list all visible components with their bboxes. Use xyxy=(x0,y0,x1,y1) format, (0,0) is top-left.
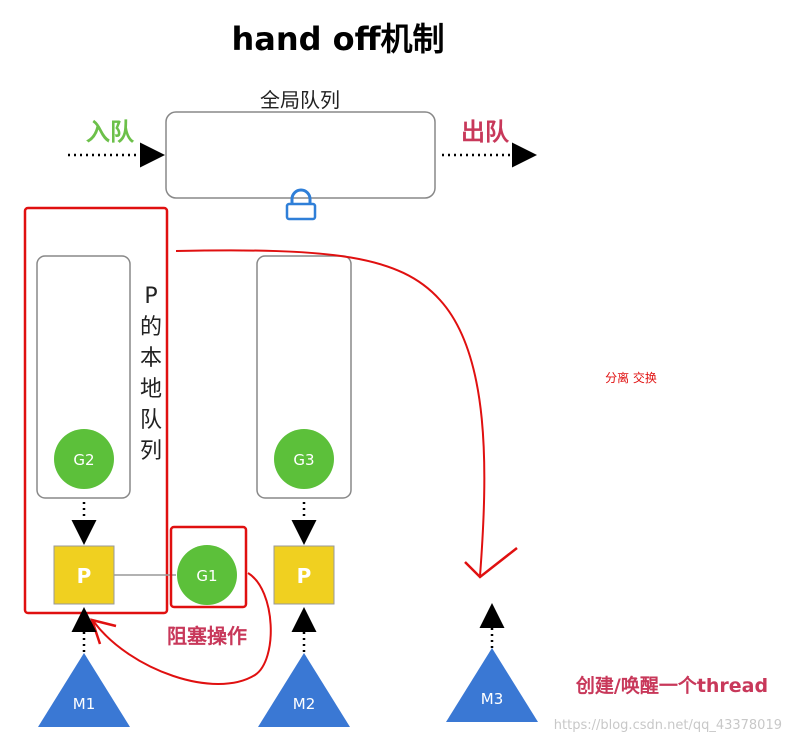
local-queue-right xyxy=(256,255,352,499)
processor-p-right xyxy=(273,545,335,605)
local-queue-char: 本 xyxy=(140,346,162,371)
goroutine-g1-label: G1 xyxy=(196,567,217,585)
machine-m3-label: M3 xyxy=(481,690,504,708)
page-title: hand off机制 xyxy=(231,20,444,58)
machine-m1 xyxy=(38,653,130,727)
dequeue-label: 出队 xyxy=(461,118,510,146)
local-queue-char: 地 xyxy=(140,377,162,402)
enqueue-label: 入队 xyxy=(86,118,135,146)
local-queue-left xyxy=(36,255,131,499)
machine-m2-label: M2 xyxy=(293,695,316,713)
create-thread-label: 创建/唤醒一个thread xyxy=(575,674,768,697)
goroutine-g2-label: G2 xyxy=(73,451,94,469)
processor-p-left-label: P xyxy=(77,564,92,588)
local-queue-vertical-label: P 的 本 地 队 列 xyxy=(140,284,162,464)
local-queue-char: P xyxy=(144,284,157,309)
local-queue-char: 队 xyxy=(140,408,162,433)
handoff-arc xyxy=(175,249,486,577)
goroutine-g2 xyxy=(54,429,114,489)
lock-icon xyxy=(285,188,317,221)
block-op-label: 阻塞操作 xyxy=(167,624,247,648)
machine-m1-label: M1 xyxy=(73,695,96,713)
machine-m2 xyxy=(258,653,350,727)
watermark: https://blog.csdn.net/qq_43378019 xyxy=(554,718,782,733)
handoff-arc-arrowhead xyxy=(464,547,518,579)
global-queue-box xyxy=(165,111,436,199)
local-queue-char: 的 xyxy=(140,315,162,340)
goroutine-g3 xyxy=(274,429,334,489)
global-queue-label: 全局队列 xyxy=(260,88,340,112)
processor-p-left xyxy=(53,545,115,605)
g1-highlight-box xyxy=(169,525,248,609)
machine-m3 xyxy=(446,648,538,722)
goroutine-g1 xyxy=(177,545,237,605)
local-queue-char: 列 xyxy=(140,439,162,464)
g1-return-curve xyxy=(93,572,272,685)
goroutine-g3-label: G3 xyxy=(293,451,314,469)
detach-swap-label: 分离 交换 xyxy=(605,370,657,385)
processor-p-right-label: P xyxy=(297,564,312,588)
